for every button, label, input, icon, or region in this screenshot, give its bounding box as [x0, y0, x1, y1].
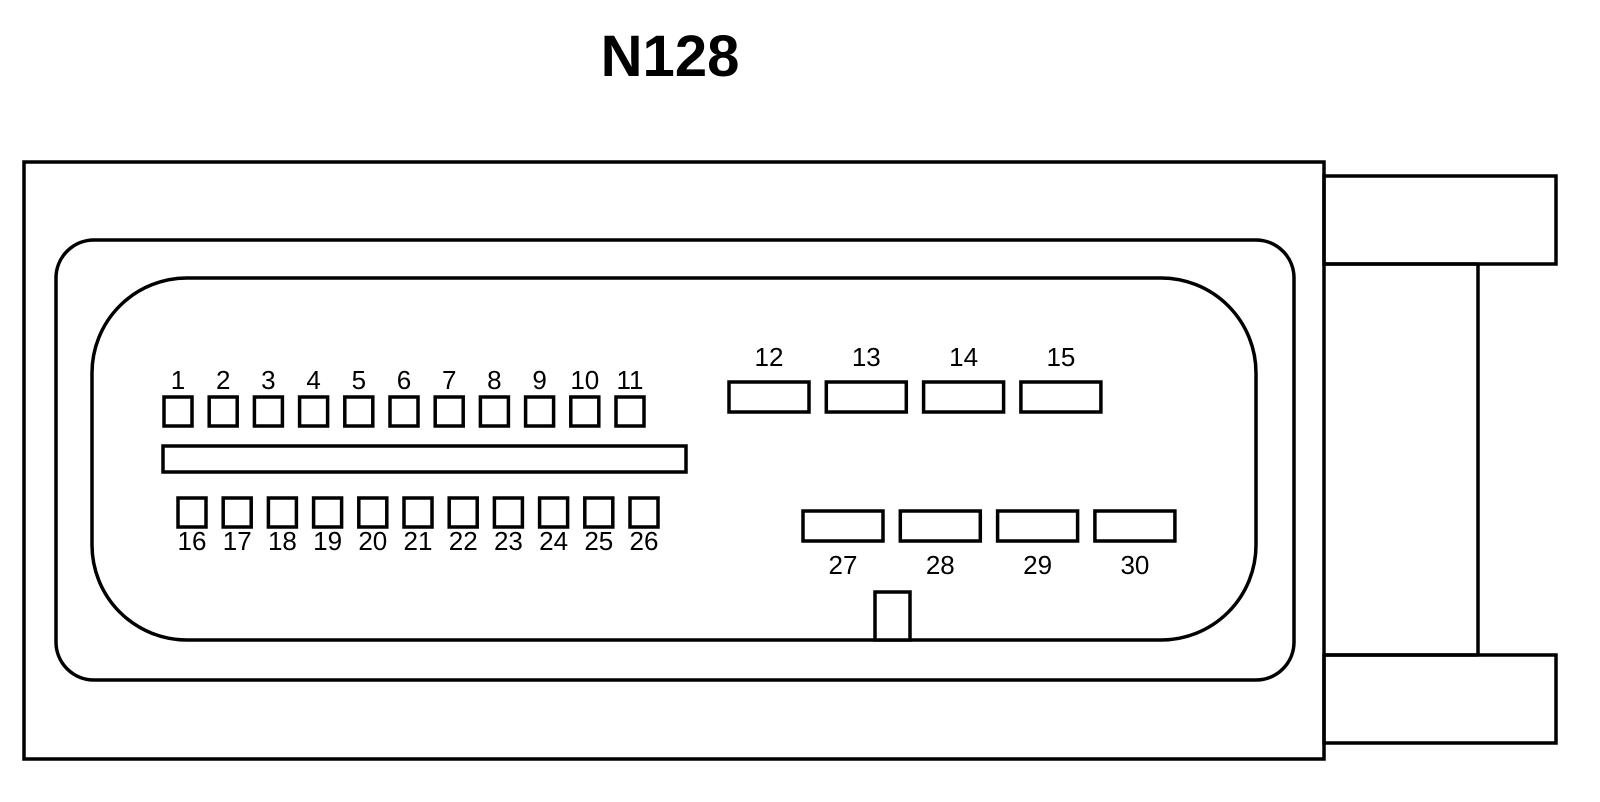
pin-10-label: 10 — [570, 365, 599, 395]
pin-8-socket — [478, 395, 511, 428]
pin-15-label: 15 — [1046, 342, 1075, 372]
pin-25-socket — [583, 496, 615, 529]
pin-2-socket — [207, 395, 239, 428]
pin-21-label: 21 — [404, 526, 433, 556]
pin-3-socket — [252, 395, 285, 428]
pin-5-label: 5 — [352, 365, 366, 395]
connector-outer-rim — [54, 238, 1296, 682]
pin-20-label: 20 — [358, 526, 387, 556]
pin-7-label: 7 — [442, 365, 456, 395]
pin-23-label: 23 — [494, 526, 523, 556]
pin-24-socket — [537, 496, 570, 529]
pin-30-socket — [1093, 509, 1177, 543]
pin-18-socket — [266, 496, 299, 529]
pin-13-socket — [824, 380, 909, 414]
pin-14-label: 14 — [949, 342, 978, 372]
pin-17-label: 17 — [223, 526, 252, 556]
pin-1-socket — [162, 395, 194, 428]
pin-23-socket — [492, 496, 525, 529]
pin-16-socket — [176, 496, 208, 529]
pin-18-label: 18 — [268, 526, 297, 556]
pin-13-label: 13 — [852, 342, 881, 372]
pin-30-label: 30 — [1120, 550, 1149, 580]
pin-27-label: 27 — [829, 550, 858, 580]
pin-26-label: 26 — [630, 526, 659, 556]
pin-4-label: 4 — [306, 365, 320, 395]
coding-key — [873, 590, 912, 642]
pin-29-label: 29 — [1023, 550, 1052, 580]
pin-6-socket — [388, 395, 420, 428]
pin-22-label: 22 — [449, 526, 478, 556]
pin-24-label: 24 — [539, 526, 568, 556]
pin-28-label: 28 — [926, 550, 955, 580]
pin-12-label: 12 — [755, 342, 784, 372]
connector-title: N128 — [601, 24, 740, 89]
pin-11-socket — [614, 395, 646, 428]
pin-4-socket — [297, 395, 330, 428]
pin-29-socket — [995, 509, 1080, 543]
connector-latch — [1322, 174, 1558, 745]
pin-8-label: 8 — [487, 365, 501, 395]
pin-26-socket — [628, 496, 660, 529]
pin-6-label: 6 — [397, 365, 411, 395]
pin-19-label: 19 — [313, 526, 342, 556]
pin-9-label: 9 — [532, 365, 546, 395]
connector-socket-face — [90, 276, 1258, 642]
pin-16-label: 16 — [178, 526, 207, 556]
pin-21-socket — [402, 496, 434, 529]
connector-housing — [22, 160, 1326, 761]
pin-5-socket — [343, 395, 375, 428]
pin-row-separator — [161, 444, 688, 474]
pin-1-label: 1 — [171, 365, 185, 395]
pin-14-socket — [921, 380, 1006, 414]
pin-2-label: 2 — [216, 365, 230, 395]
pin-27-socket — [801, 509, 885, 543]
pin-20-socket — [357, 496, 389, 529]
pin-19-socket — [311, 496, 344, 529]
pin-7-socket — [433, 395, 465, 428]
pin-22-socket — [447, 496, 479, 529]
pin-28-socket — [898, 509, 983, 543]
pin-10-socket — [569, 395, 601, 428]
pin-12-socket — [727, 380, 811, 414]
pin-17-socket — [221, 496, 253, 529]
pin-15-socket — [1019, 380, 1103, 414]
pin-25-label: 25 — [584, 526, 613, 556]
pin-11-label: 11 — [617, 365, 644, 395]
pin-3-label: 3 — [261, 365, 275, 395]
pin-9-socket — [523, 395, 556, 428]
